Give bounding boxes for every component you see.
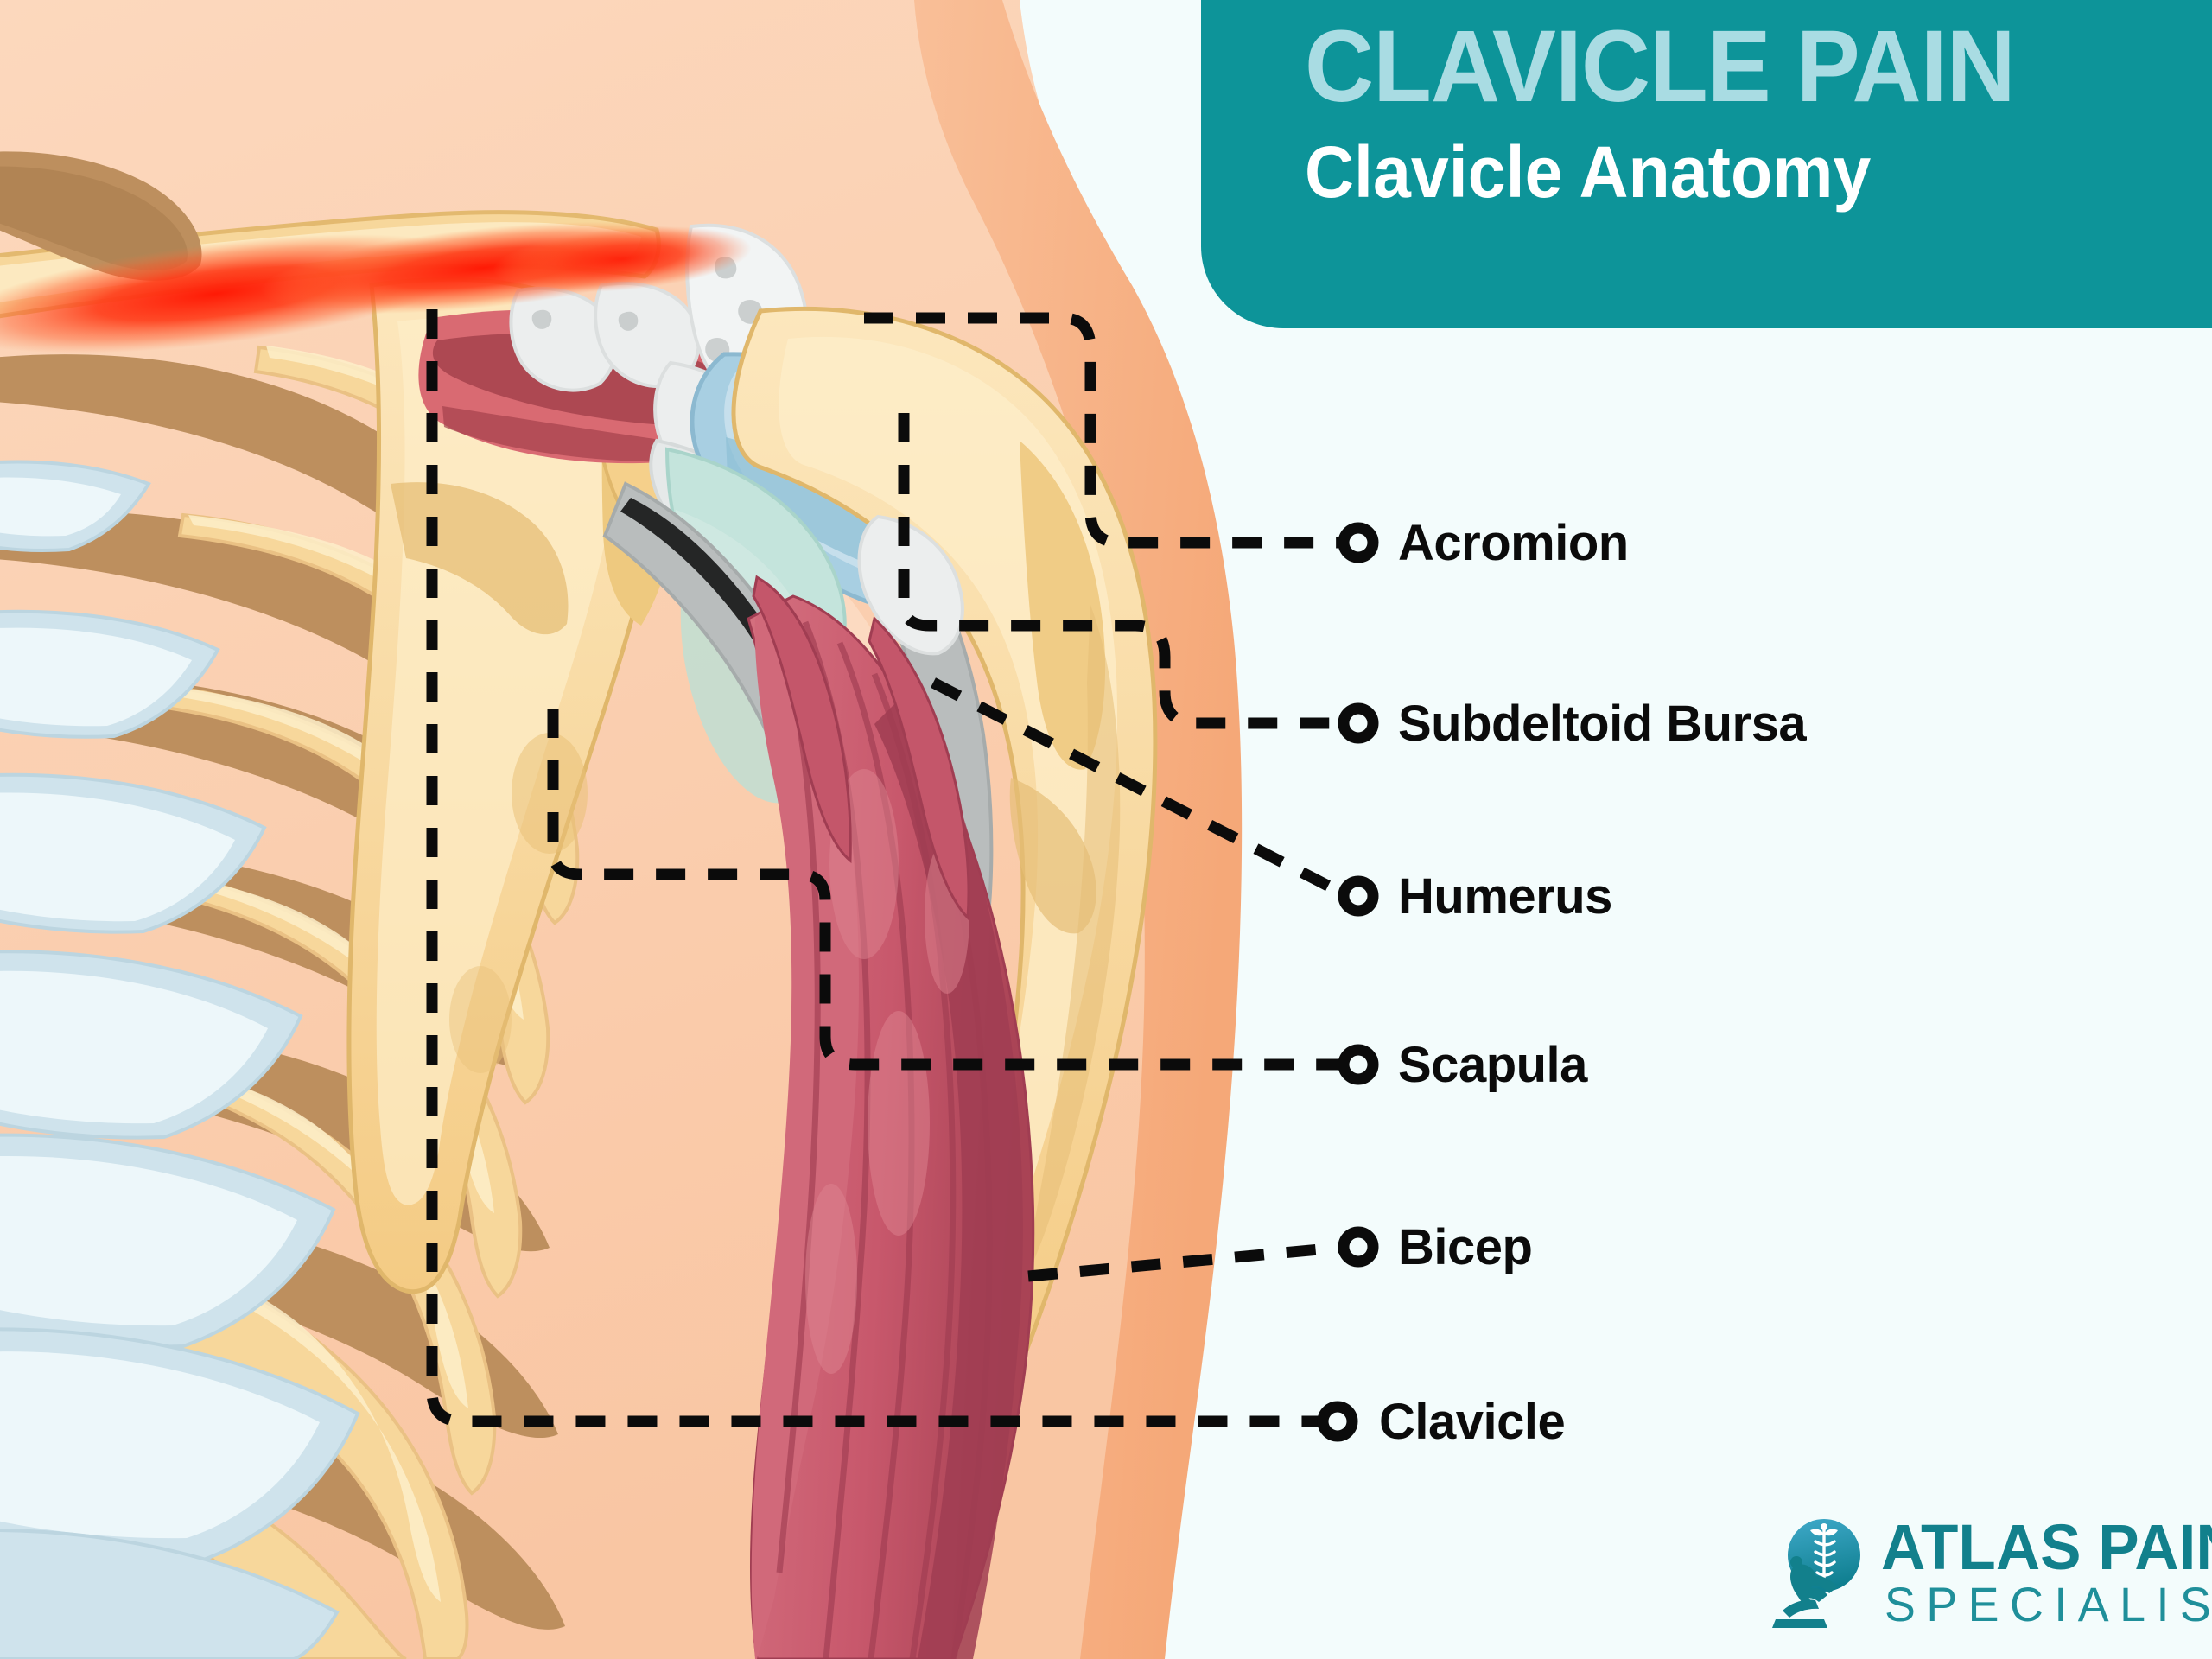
label-scapula: Scapula [1398,1037,1587,1093]
marker-acromion [1338,522,1379,563]
leader-lines [426,309,1351,1427]
scapular-notch-shade [0,166,188,271]
leader-subdeltoid-bursa [898,413,1348,729]
marker-clavicle [1317,1401,1358,1442]
header-banner: CLAVICLE PAIN Clavicle Anatomy [1201,0,2212,328]
marker-subdeltoid-bursa [1338,702,1379,744]
humerus-shaft-shadow [1023,605,1121,1282]
leader-acromion [864,312,1348,549]
atlas-figure [1772,1556,1837,1628]
scapula-fossa-mark [512,733,588,854]
biceps-muscle [747,594,1035,1659]
marker-humerus [1338,875,1379,917]
leader-humerus [931,677,1351,901]
marker-bicep [1338,1226,1379,1268]
page-title: CLAVICLE PAIN [1305,10,2016,124]
logo-name-secondary: SPECIALISTS [1885,1577,2212,1631]
label-clavicle: Clavicle [1379,1394,1566,1450]
humerus [731,307,1158,1430]
leader-scapula [547,709,1348,1071]
label-subdeltoid-bursa: Subdeltoid Bursa [1398,696,1807,752]
scapula-fossa-mark-2 [449,966,512,1073]
logo-name-primary: ATLAS PAIN [1881,1511,2212,1583]
costal-cartilage [0,460,360,1659]
clavicle-pain-glow [0,221,752,353]
brand-logo[interactable]: ATLAS PAIN SPECIALISTS [1758,1511,2212,1635]
humerus-neck-shadow [1009,778,1096,934]
atlas-globe-caduceus-icon [1772,1519,1860,1628]
biceps-proximal-fibers [752,575,970,921]
marker-scapula [1338,1044,1379,1085]
label-acromion: Acromion [1398,515,1629,571]
shoulder-skin-shade [914,0,1243,1659]
body-illustration [0,0,1243,1659]
page-subtitle: Clavicle Anatomy [1305,130,1872,213]
leader-bicep [1027,1241,1349,1282]
leader-clavicle [426,309,1327,1427]
label-bicep: Bicep [1398,1219,1533,1275]
label-humerus: Humerus [1398,868,1612,925]
leader-markers [1317,522,1379,1442]
humerus-greater-tubercle [1020,441,1106,770]
deltoid-tendon-band [857,514,964,656]
